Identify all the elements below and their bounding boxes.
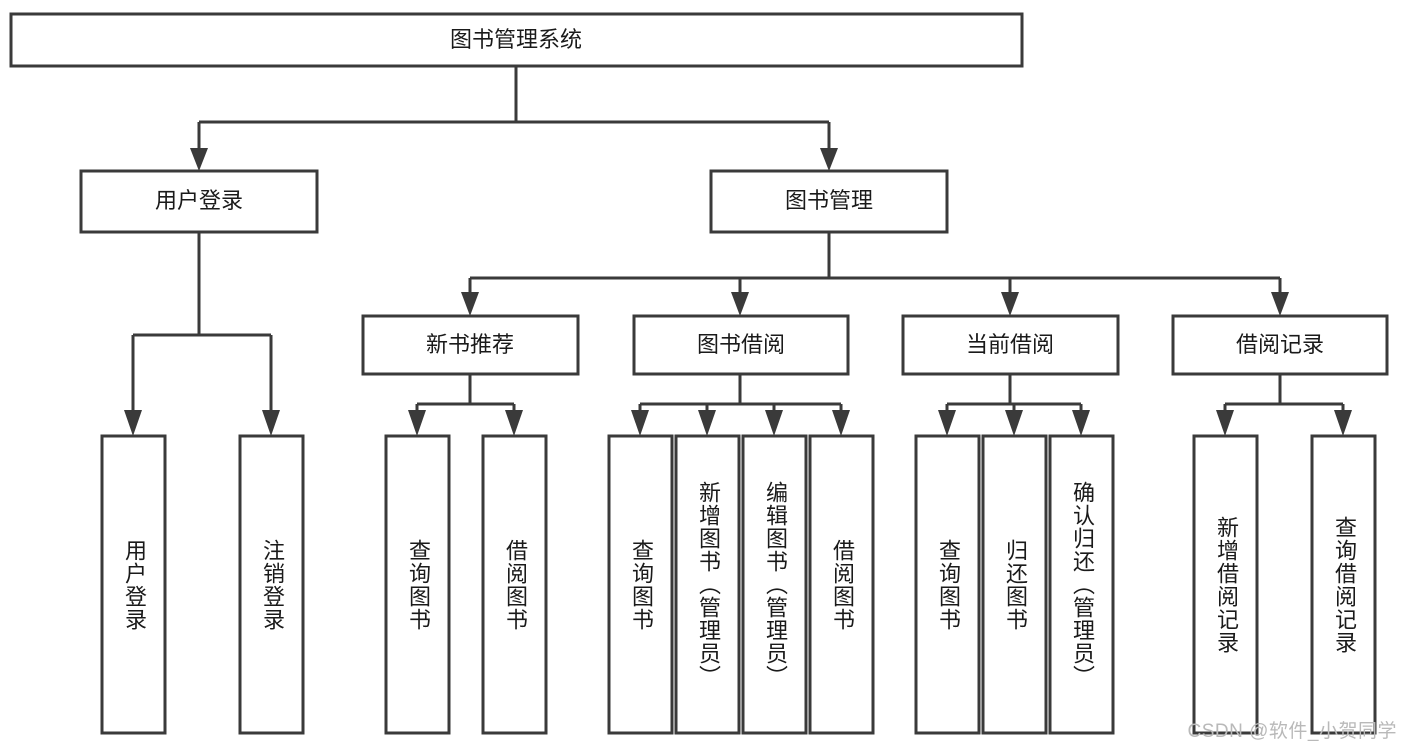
arrow-borrow-book-leaf-3 <box>765 410 783 436</box>
leaf-borrow-record-2-box[interactable] <box>1310 434 1377 735</box>
leaf-current-borrow-3-box[interactable] <box>1048 434 1115 735</box>
node-book-mgmt-box[interactable] <box>709 169 949 234</box>
leaf-user-login-2-box[interactable] <box>238 434 305 735</box>
node-borrow-book-box[interactable] <box>632 314 850 376</box>
arrow-current-borrow-leaf-3 <box>1072 410 1090 436</box>
node-new-book-box[interactable] <box>361 314 580 376</box>
arrow-user-login-leaf-1 <box>124 410 142 436</box>
node-book-mgmt-label: 图书管理 <box>785 188 873 213</box>
arrow-new-book-leaf-1 <box>408 410 426 436</box>
arrow-borrow-book-leaf-4 <box>832 410 850 436</box>
leaf-new-book-2-box[interactable] <box>481 434 548 735</box>
leaf-borrow-book-4-box[interactable] <box>808 434 875 735</box>
node-borrow-book-label: 图书借阅 <box>697 332 785 357</box>
connector-group-user-login <box>124 232 280 436</box>
leaf-current-borrow-1-box[interactable] <box>914 434 981 735</box>
connector-group-current-borrow <box>938 374 1090 436</box>
csdn-watermark: CSDN @软件_小贺同学 <box>1187 721 1397 742</box>
leaf-user-login-1-box[interactable] <box>100 434 167 735</box>
leaf-current-borrow-2-box[interactable] <box>981 434 1048 735</box>
node-new-book-label: 新书推荐 <box>426 332 514 357</box>
leaf-new-book-1-box[interactable] <box>384 434 451 735</box>
arrow-root-to-user-login <box>190 148 208 171</box>
connector-group-borrow-record <box>1216 374 1352 436</box>
node-root-box[interactable] <box>9 12 1024 68</box>
node-borrow-record-box[interactable] <box>1171 314 1389 376</box>
leaf-borrow-book-3-box[interactable] <box>741 434 808 735</box>
arrow-borrow-record-leaf-1 <box>1216 410 1234 436</box>
arrow-to-borrow-book <box>731 292 749 316</box>
leaf-borrow-book-2-box[interactable] <box>674 434 741 735</box>
arrow-current-borrow-leaf-1 <box>938 410 956 436</box>
arrow-user-login-leaf-2 <box>262 410 280 436</box>
arrow-new-book-leaf-2 <box>505 410 523 436</box>
arrow-to-borrow-record <box>1271 292 1289 316</box>
connector-group-borrow-book <box>631 374 850 436</box>
node-root-label: 图书管理系统 <box>450 27 582 52</box>
leaf-borrow-book-1-box[interactable] <box>607 434 674 735</box>
connector-group-root <box>190 66 838 171</box>
node-user-login-label: 用户登录 <box>155 188 243 213</box>
arrow-borrow-book-leaf-2 <box>698 410 716 436</box>
arrow-to-current-borrow <box>1001 292 1019 316</box>
arrow-borrow-record-leaf-2 <box>1334 410 1352 436</box>
arrow-current-borrow-leaf-2 <box>1005 410 1023 436</box>
arrow-to-new-book <box>461 292 479 316</box>
arrow-borrow-book-leaf-1 <box>631 410 649 436</box>
node-current-borrow-label: 当前借阅 <box>966 332 1054 357</box>
connector-group-new-book <box>408 374 523 436</box>
node-user-login-box[interactable] <box>79 169 319 234</box>
connector-group-book-mgmt <box>461 232 1289 316</box>
leaf-borrow-record-1-box[interactable] <box>1192 434 1259 735</box>
node-current-borrow-box[interactable] <box>901 314 1120 376</box>
arrow-root-to-book-mgmt <box>820 148 838 171</box>
node-borrow-record-label: 借阅记录 <box>1236 332 1324 357</box>
